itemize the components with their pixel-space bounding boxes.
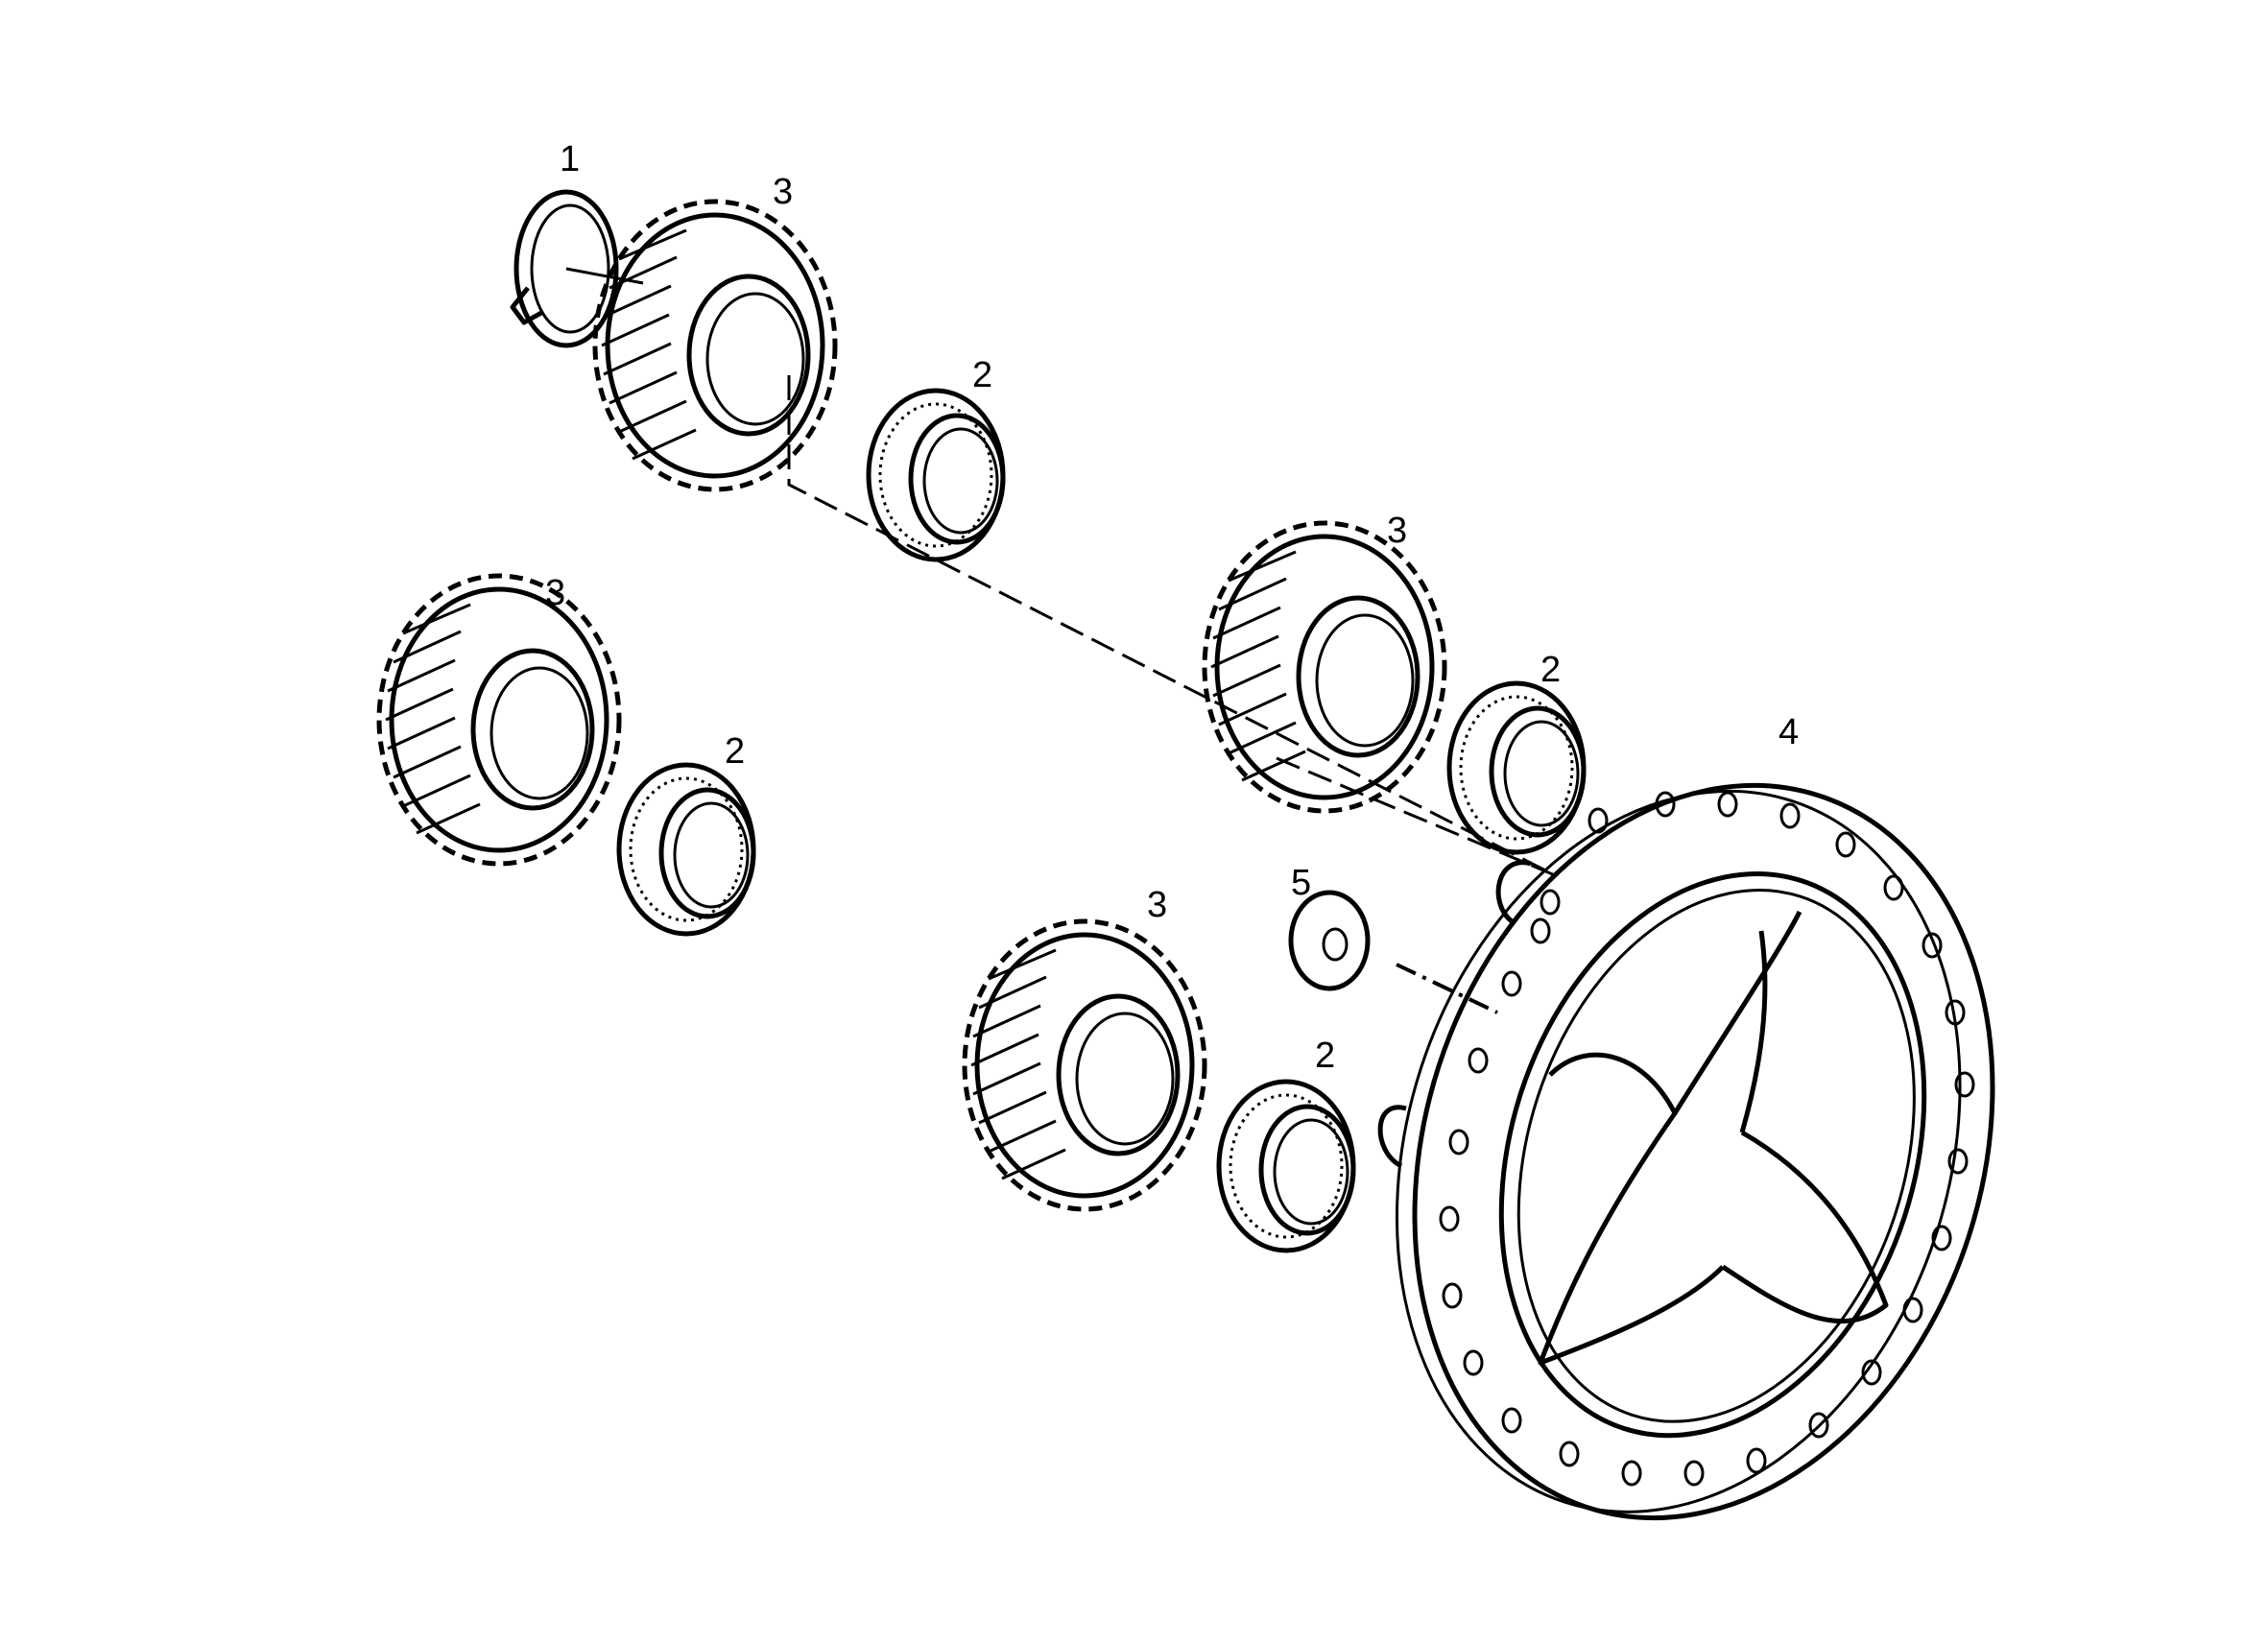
planet-gear-left	[379, 576, 619, 864]
centerline-washer	[1396, 963, 1498, 1014]
callout-4: 4	[1779, 712, 1799, 752]
planet-gear-bottom	[965, 921, 1205, 1209]
callout-3: 3	[773, 172, 793, 212]
snap-ring-part-1	[510, 189, 619, 348]
needle-bearing-top	[869, 391, 1003, 560]
callout-1: 1	[560, 139, 580, 179]
callout-2: 2	[725, 731, 745, 772]
planet-carrier-part-4	[1377, 782, 1995, 1521]
thrust-washer-part-5	[1288, 890, 1371, 991]
planet-gear-mid-right	[1205, 523, 1444, 811]
callout-2: 2	[1315, 1036, 1335, 1076]
needle-bearing-bottom	[1219, 1082, 1353, 1251]
needle-bearing-left	[619, 765, 753, 934]
callout-3: 3	[545, 573, 565, 613]
callout-3: 3	[1387, 511, 1407, 551]
callout-2: 2	[972, 355, 992, 395]
centerline-ring	[565, 267, 644, 285]
planet-gear-top	[595, 202, 835, 489]
callout-5: 5	[1291, 863, 1311, 903]
callout-2: 2	[1540, 650, 1561, 690]
needle-bearing-mid-right	[1449, 683, 1584, 852]
centerline-mid	[1276, 756, 1556, 877]
callout-3: 3	[1147, 885, 1167, 925]
